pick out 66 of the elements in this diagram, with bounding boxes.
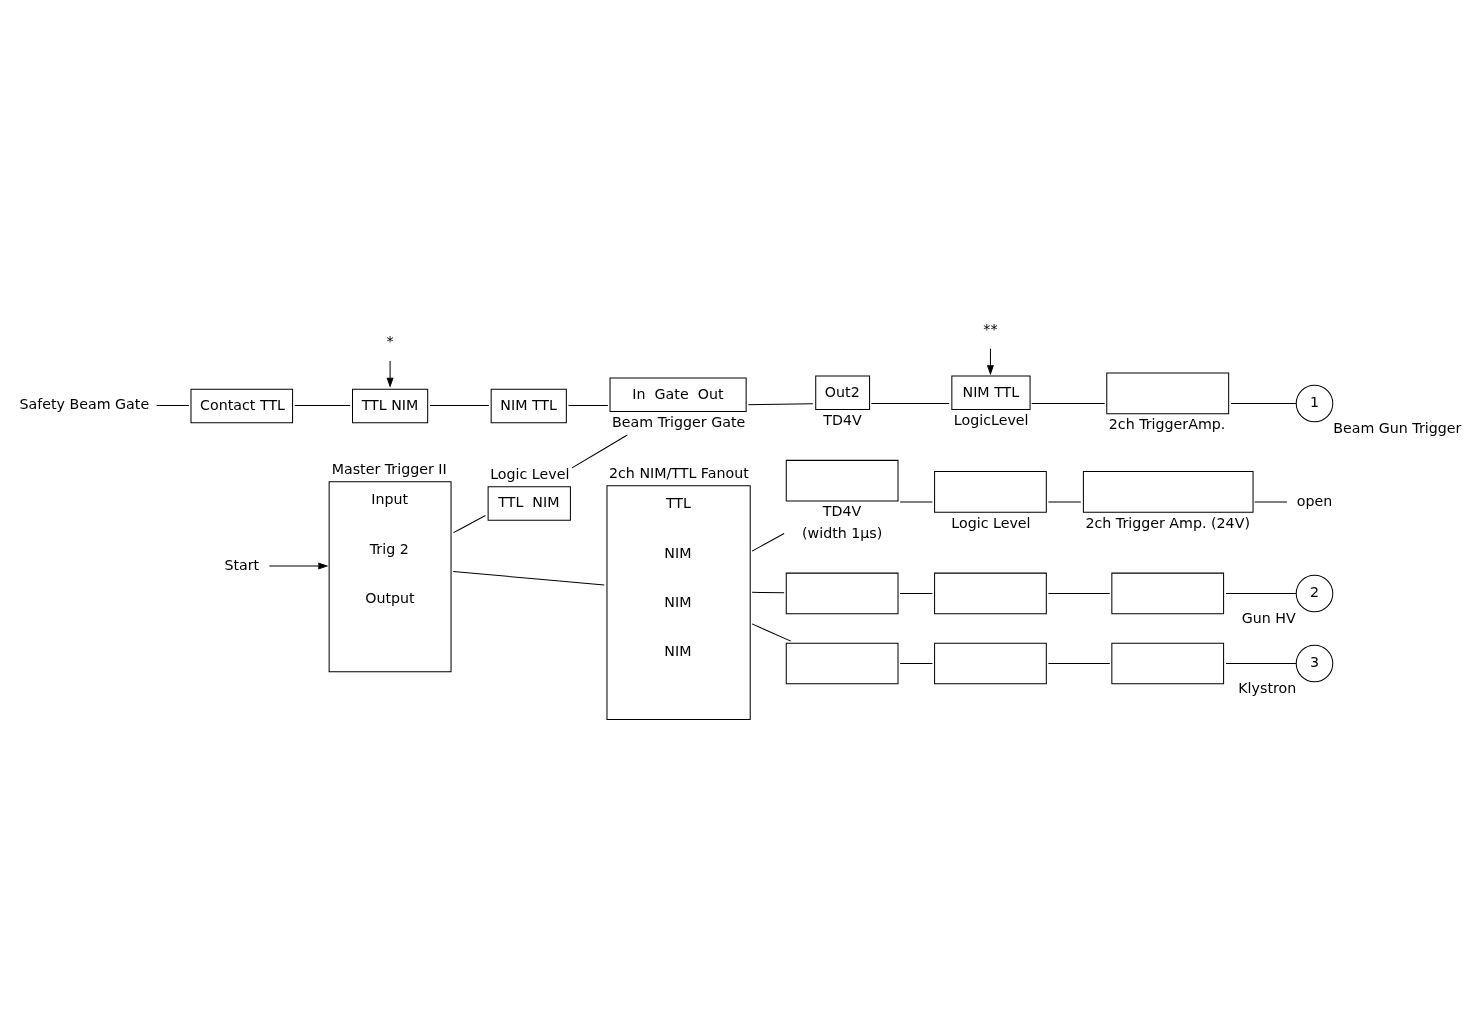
connector (870, 403, 950, 404)
node-box: Input Trig 2 Output (328, 481, 452, 673)
connector (899, 592, 933, 594)
node-box: TTL NIM (352, 388, 429, 424)
node-label: TD4V (822, 503, 862, 520)
connector (567, 405, 609, 407)
node-box (785, 642, 899, 685)
connector (452, 515, 486, 534)
node-label: TD4V (823, 412, 862, 429)
arrow (386, 360, 394, 388)
node-circle: 1 (1295, 384, 1334, 423)
node-text: * (386, 333, 394, 350)
connector (156, 405, 190, 407)
node-box (934, 572, 1047, 615)
connector (1230, 403, 1297, 404)
node-label: Beam Gun Trigger (1333, 420, 1462, 437)
node-label: 2ch TriggerAmp. (1108, 416, 1226, 433)
node-text: open (1296, 492, 1333, 509)
node-box (785, 459, 899, 502)
connector (1047, 663, 1111, 665)
connector (1225, 592, 1297, 594)
node-label: Gun HV (1241, 610, 1296, 627)
node-box: NIM TTL (951, 375, 1031, 411)
node-box (934, 642, 1047, 685)
arrow (268, 562, 329, 570)
connector (1047, 501, 1082, 503)
node-label: Beam Trigger Gate (612, 414, 746, 431)
connector (1047, 592, 1111, 594)
node-box (1106, 372, 1230, 415)
node-box (785, 572, 899, 615)
node-box (1082, 471, 1254, 513)
connector (294, 405, 351, 407)
node-label: 2ch NIM/TTL Fanout (609, 464, 749, 481)
node-box: In Gate Out (609, 377, 747, 413)
node-box (1111, 642, 1225, 685)
node-box: TTL NIM NIM NIM (606, 485, 751, 720)
node-label: Logic Level (951, 514, 1031, 531)
node-box: TTL NIM (487, 486, 571, 521)
connector (452, 571, 605, 586)
node-label: Master Trigger II (331, 460, 447, 477)
connector (751, 591, 785, 594)
node-label: Klystron (1238, 680, 1297, 697)
arrow (986, 348, 994, 376)
node-label: 2ch Trigger Amp. (24V) (1085, 514, 1250, 531)
node-text: Safety Beam Gate (19, 396, 150, 413)
connector (899, 501, 933, 503)
connector (1225, 663, 1297, 665)
node-circle: 3 (1295, 644, 1334, 683)
node-text: Start (224, 556, 260, 573)
node-text: ** (983, 321, 998, 338)
node-circle: 2 (1295, 574, 1334, 613)
node-box: Out2 (815, 375, 871, 411)
connector (747, 403, 814, 406)
connector (429, 405, 490, 407)
connector (1031, 403, 1106, 404)
node-box (1111, 572, 1225, 615)
node-label: LogicLevel (953, 412, 1029, 429)
connector (899, 663, 933, 665)
node-box: NIM TTL (490, 388, 567, 424)
node-label: Logic Level (490, 465, 570, 482)
node-label: (width 1μs) (802, 524, 883, 541)
connector (751, 623, 792, 642)
connector (571, 434, 628, 469)
node-box (934, 471, 1047, 513)
connector (751, 532, 785, 552)
node-box: Contact TTL (190, 388, 294, 424)
